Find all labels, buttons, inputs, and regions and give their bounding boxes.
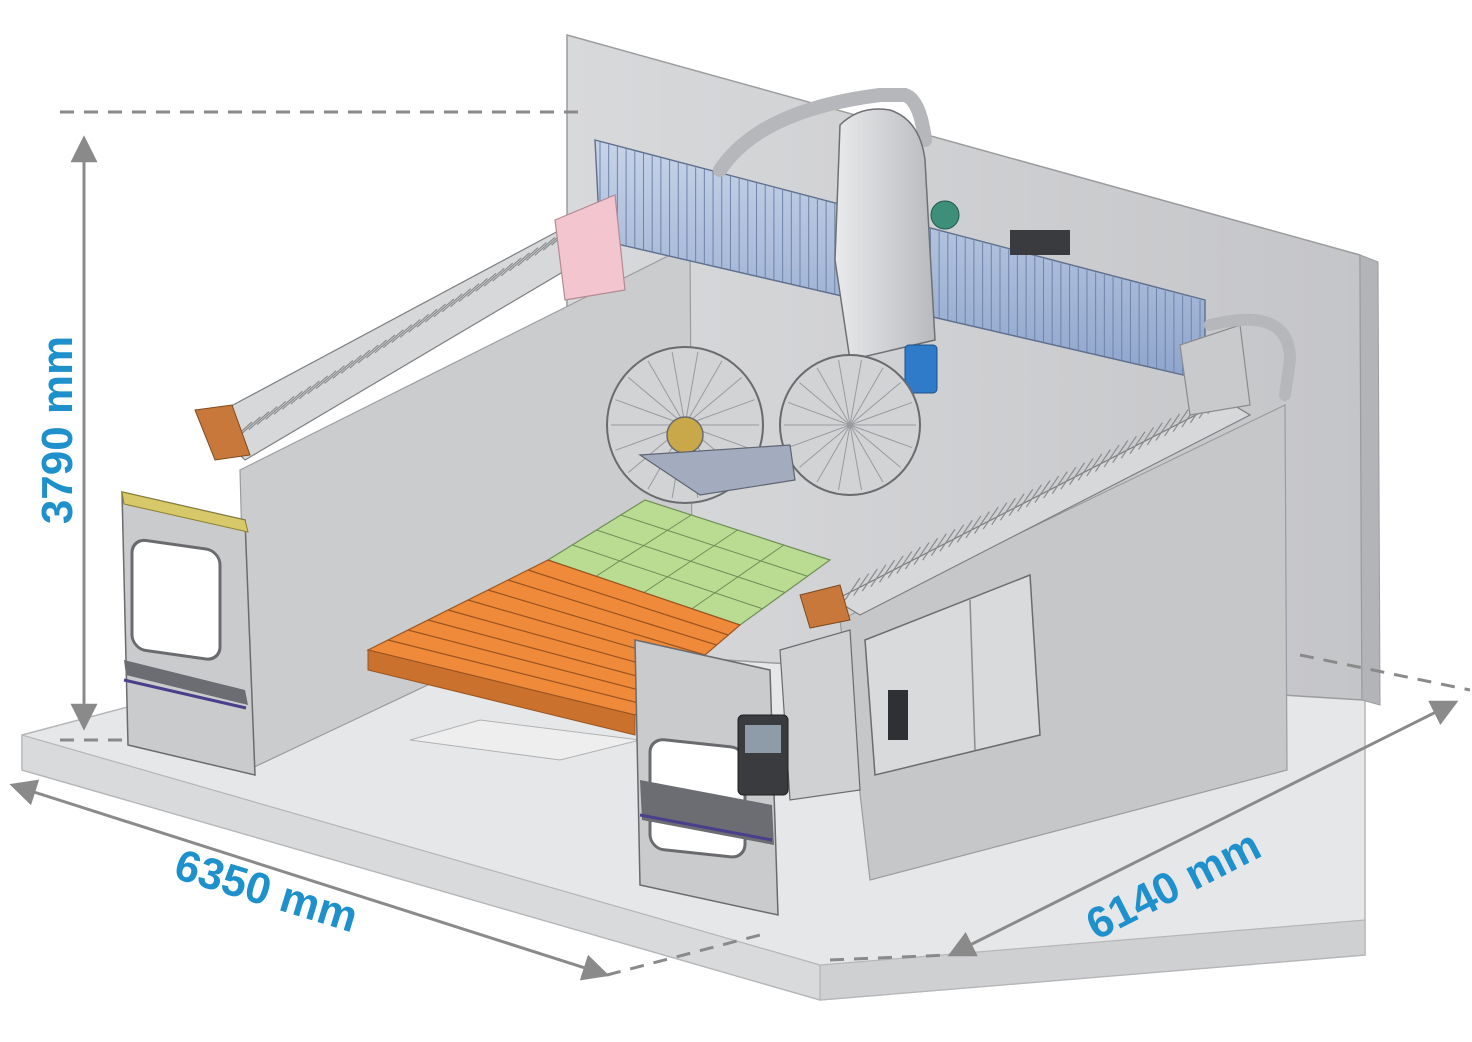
blade-guard-arm xyxy=(638,444,796,496)
height-dimension: 3790 mm xyxy=(33,110,585,742)
saw-blade-right xyxy=(779,354,921,496)
cutting-head xyxy=(834,108,1070,394)
right-door-post xyxy=(634,629,861,916)
height-dimension-label: 3790 mm xyxy=(33,336,82,524)
cable-chain xyxy=(713,88,1297,401)
left-door-post xyxy=(121,491,256,776)
